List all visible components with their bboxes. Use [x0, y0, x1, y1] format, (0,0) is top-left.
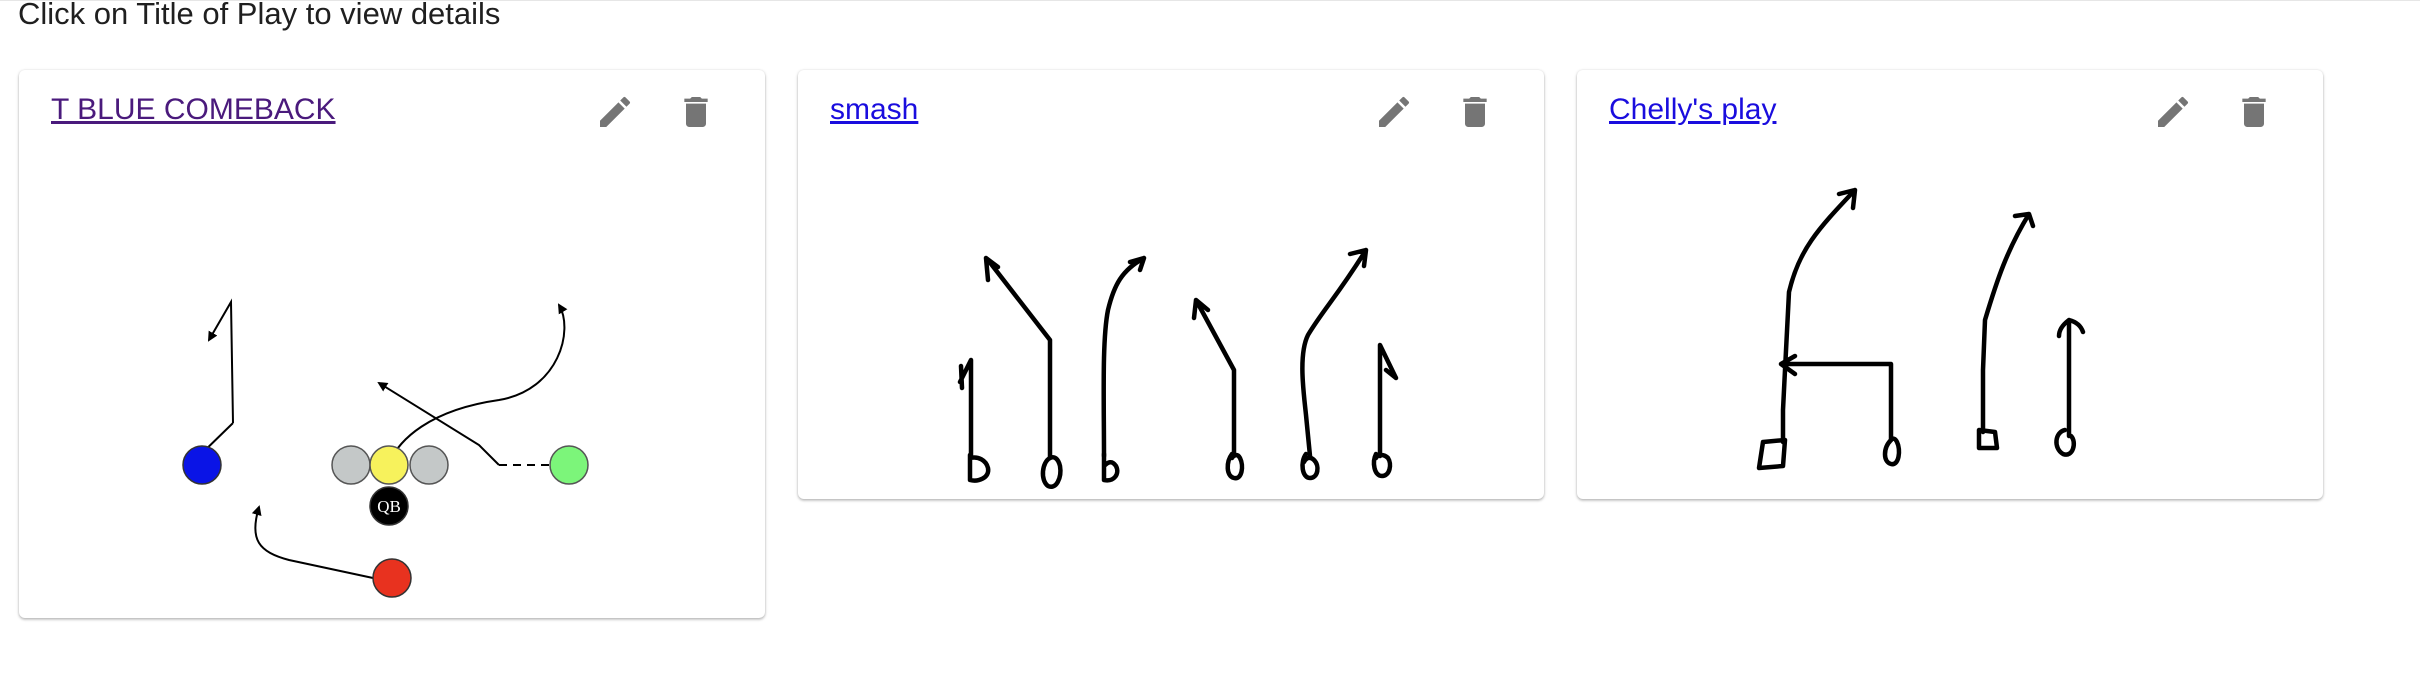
player-mark	[1300, 451, 1320, 481]
edit-button[interactable]	[1370, 88, 1418, 136]
player-mark	[1882, 436, 1902, 467]
top-divider	[0, 0, 2420, 1]
route-line	[983, 255, 1053, 461]
route-line	[207, 298, 234, 424]
player-mark	[967, 452, 991, 483]
trash-icon	[2242, 97, 2266, 127]
player-mark	[2054, 427, 2076, 457]
delete-button[interactable]	[1451, 88, 1499, 136]
player-yellow	[369, 445, 409, 485]
play-title-link[interactable]: Chelly's play	[1609, 93, 1777, 126]
edit-button[interactable]	[2149, 88, 2197, 136]
route-line	[1191, 297, 1237, 459]
player-qb	[369, 486, 409, 526]
route-line	[251, 505, 374, 579]
player-mark	[1756, 437, 1788, 471]
page-instructions: Click on Title of Play to view details	[18, 0, 501, 31]
player-gray	[331, 445, 371, 485]
play-diagram	[957, 247, 1399, 489]
edit-button[interactable]	[591, 88, 639, 136]
play-diagram: QB	[182, 298, 589, 598]
route-line	[1101, 255, 1147, 459]
route-line	[1377, 342, 1399, 459]
route-line	[957, 357, 974, 459]
play-title-link[interactable]: smash	[830, 93, 919, 126]
player-mark	[1976, 427, 2000, 451]
route-line	[1780, 187, 1858, 445]
play-card-chellys-play: Chelly's play	[1577, 70, 2323, 499]
pencil-icon	[2158, 96, 2189, 127]
play-card-t-blue-comeback: T BLUE COMEBACK QB	[19, 70, 765, 618]
route-line	[1300, 247, 1369, 459]
route-line	[2056, 317, 2086, 439]
play-card-smash: smash	[798, 70, 1544, 499]
trash-icon	[684, 97, 708, 127]
player-gray	[409, 445, 449, 485]
route-line	[388, 303, 568, 464]
route-line	[377, 381, 500, 466]
route-line	[1778, 353, 1894, 443]
delete-button[interactable]	[2230, 88, 2278, 136]
player-mark	[1040, 455, 1063, 489]
player-mark	[1101, 451, 1120, 483]
player-green	[549, 445, 589, 485]
route-line	[1980, 211, 2036, 435]
qb-label: QB	[377, 497, 401, 516]
player-red	[372, 558, 412, 598]
pencil-icon	[600, 96, 631, 127]
trash-icon	[1463, 97, 1487, 127]
player-blue	[182, 445, 222, 485]
pencil-icon	[1379, 96, 1410, 127]
play-diagram	[1756, 187, 2086, 471]
play-title-link[interactable]: T BLUE COMEBACK	[51, 93, 336, 126]
delete-button[interactable]	[672, 88, 720, 136]
player-mark	[1371, 451, 1393, 479]
